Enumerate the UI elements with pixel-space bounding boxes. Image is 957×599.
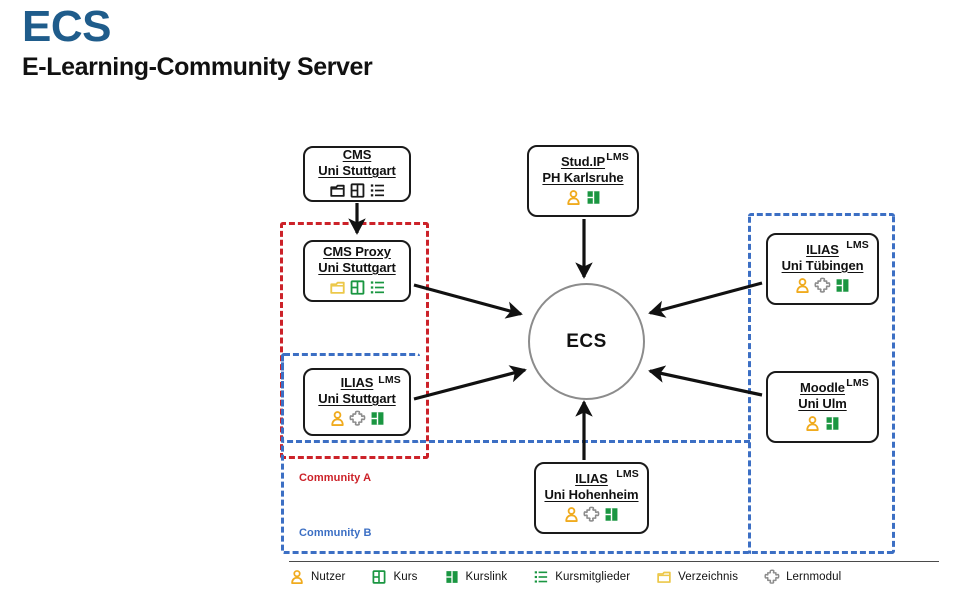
node-icon-row [804,415,841,432]
legend-item-lernmodul: Lernmodul [764,569,841,585]
kurslink-icon [445,571,458,583]
node-title-line1: ILIAS [806,241,839,257]
node-cms-proxy-stuttgart[interactable]: CMS Proxy Uni Stuttgart [303,240,411,302]
node-title-line1: Stud.IP [560,153,606,169]
node-icon-row [329,279,386,296]
nutzer-icon [291,570,303,584]
node-icon-row [563,506,620,523]
legend: Nutzer Kurs Kurslink Kursmitglieder Verzeich… [289,561,939,585]
legend-item-kurslink: Kurslink [444,569,508,585]
node-title-line2: Uni Tübingen [781,258,864,273]
legend-label: Lernmodul [786,571,842,583]
legend-label: Kurslink [465,571,508,583]
legend-item-kurs: Kurs [371,569,417,585]
kurs-icon [350,183,364,198]
lms-tag: LMS [606,151,629,163]
legend-label: Verzeichnis [678,571,739,583]
page-title: ECS [22,2,111,51]
node-title-line2: PH Karlsruhe [542,170,624,185]
lms-tag: LMS [846,377,869,389]
community-b-region [281,353,895,554]
nutzer-icon [796,278,809,294]
node-icon-row [329,410,386,427]
node-title-line1: Moodle [800,379,845,395]
lms-tag: LMS [378,374,401,386]
node-title-line1: CMS Proxy [323,243,391,259]
kursmitglieder-icon [370,184,384,197]
node-ilias-hohenheim[interactable]: LMS ILIAS Uni Hohenheim [534,462,649,534]
node-ilias-stuttgart[interactable]: LMS ILIAS Uni Stuttgart [303,368,411,436]
kursmitglieder-icon [534,571,548,583]
community-a-label: Community A [299,472,372,484]
kurslink-icon [605,508,618,521]
page-subtitle: E-Learning-Community Server [22,53,373,82]
verzeichnis-icon [329,185,345,198]
legend-item-verzeichnis: Verzeichnis [656,569,738,585]
node-ilias-tuebingen[interactable]: LMS ILIAS Uni Tübingen [766,233,879,305]
kurslink-icon [371,412,383,425]
node-title-line2: Uni Hohenheim [544,487,639,502]
node-title-line2: Uni Stuttgart [318,260,396,275]
node-cms-stuttgart[interactable]: CMS Uni Stuttgart [303,146,411,202]
node-title-line2: Uni Stuttgart [318,163,396,178]
edge-proxy-to-ecs [413,283,523,319]
node-title-line1: ILIAS [340,374,374,390]
ecs-hub-node[interactable]: ECS [528,283,645,400]
nutzer-icon [565,507,578,523]
verzeichnis-icon [329,282,345,295]
node-icon-row [329,182,386,199]
legend-label: Nutzer [311,571,346,583]
header: ECS E-Learning-Community Server [22,2,373,82]
lernmodul-icon [583,506,600,522]
nutzer-icon [806,416,819,432]
kurslink-icon [836,279,849,292]
node-title-line2: Uni Stuttgart [318,391,396,406]
kursmitglieder-icon [370,281,384,294]
node-title-line2: Uni Ulm [798,396,847,411]
kurslink-icon [587,191,599,204]
lms-tag: LMS [616,468,639,480]
legend-item-nutzer: Nutzer [289,569,345,585]
node-moodle-ulm[interactable]: LMS Moodle Uni Ulm [766,371,879,443]
node-icon-row [565,189,602,206]
legend-label: Kurs [393,571,418,583]
node-title-line1: ILIAS [575,470,608,486]
nutzer-icon [330,411,344,427]
node-icon-row [794,277,851,294]
legend-item-kursmitglieder: Kursmitglieder [533,569,630,585]
node-studip-karlsruhe[interactable]: LMS Stud.IP PH Karlsruhe [527,145,639,217]
legend-label: Kursmitglieder [555,571,631,583]
kurslink-icon [826,417,839,430]
verzeichnis-icon [657,571,671,583]
lernmodul-icon [348,410,365,426]
lms-tag: LMS [846,239,869,251]
community-b-label: Community B [299,527,372,539]
community-b-seam [420,440,750,443]
lernmodul-icon [764,569,780,584]
edge-ilias-tuebingen-to-ecs [648,281,763,318]
kurs-icon [373,570,386,584]
nutzer-icon [566,190,580,206]
kurs-icon [350,280,364,295]
lernmodul-icon [814,277,831,293]
ecs-hub-label: ECS [566,330,607,352]
node-title-line1: CMS [342,146,372,162]
